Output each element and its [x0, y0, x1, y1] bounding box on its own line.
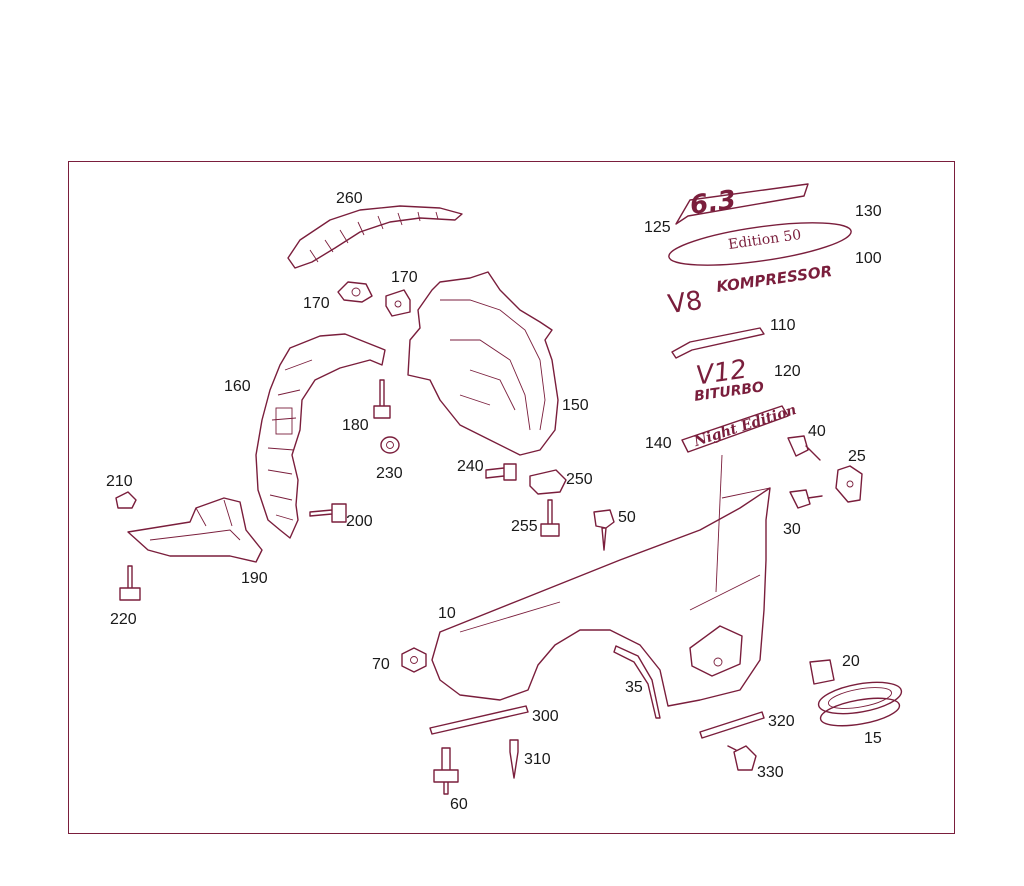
callout-240: 240: [457, 458, 484, 475]
part-230-nut: [380, 436, 400, 454]
part-170-clip-left: [337, 281, 373, 303]
callout-20: 20: [842, 653, 860, 670]
callout-255: 255: [511, 518, 538, 535]
callout-70: 70: [372, 656, 390, 673]
callout-10: 10: [438, 605, 456, 622]
callout-15: 15: [864, 730, 882, 747]
part-200-screw: [309, 503, 347, 523]
part-320-strip: [699, 711, 765, 739]
part-15-side-vent: [817, 681, 903, 715]
callout-160: 160: [224, 378, 251, 395]
callout-180: 180: [342, 417, 369, 434]
callout-30: 30: [783, 521, 801, 538]
part-255-bolt: [540, 499, 560, 537]
part-fuel-flap-recess: [689, 625, 743, 677]
part-310-screw: [509, 739, 519, 779]
part-50-bolt: [593, 509, 615, 551]
part-40-bolt: [787, 435, 821, 461]
part-60-bolt: [433, 747, 459, 795]
callout-25: 25: [848, 448, 866, 465]
part-150-wheel-liner-front: [407, 271, 559, 456]
emblem-110-v12-badge: [671, 327, 765, 359]
emblem-100-v8: V8: [666, 285, 705, 321]
part-25-bracket: [835, 465, 863, 503]
callout-170-right: 170: [391, 269, 418, 286]
part-260-strip: [287, 205, 463, 269]
emblem-125-63: 6.3: [688, 184, 738, 222]
callout-125: 125: [644, 219, 671, 236]
part-30-bolt: [789, 489, 823, 509]
part-300-strip: [429, 705, 529, 735]
part-70-nut: [401, 647, 427, 673]
callout-230: 230: [376, 465, 403, 482]
callout-310: 310: [524, 751, 551, 768]
part-190-panel: [127, 497, 263, 563]
callout-170-left: 170: [303, 295, 330, 312]
part-35-trim: [613, 645, 661, 719]
callout-150: 150: [562, 397, 589, 414]
emblem-130-edition-outline: [668, 222, 852, 266]
callout-190: 190: [241, 570, 268, 587]
part-10-fender: [431, 487, 771, 707]
callout-300: 300: [532, 708, 559, 725]
callout-320: 320: [768, 713, 795, 730]
callout-330: 330: [757, 764, 784, 781]
callout-60: 60: [450, 796, 468, 813]
emblem-125-63-outline: [675, 183, 809, 225]
callout-100: 100: [855, 250, 882, 267]
callout-200: 200: [346, 513, 373, 530]
callout-260: 260: [336, 190, 363, 207]
callout-35: 35: [625, 679, 643, 696]
callout-210: 210: [106, 473, 133, 490]
emblem-140-night-outline: [681, 405, 789, 453]
part-330-screw: [727, 745, 757, 771]
part-210-clip: [115, 491, 137, 509]
diagram-frame: [68, 161, 955, 834]
callout-110: 110: [770, 317, 796, 334]
part-220-bolt: [119, 565, 141, 601]
callout-140: 140: [645, 435, 672, 452]
part-170-clip-right: [385, 289, 411, 317]
part-240-bolt: [485, 463, 517, 481]
part-250-clip: [529, 469, 567, 495]
callout-120: 120: [774, 363, 801, 380]
callout-220: 220: [110, 611, 137, 628]
part-20-clip: [809, 659, 835, 685]
callout-250: 250: [566, 471, 593, 488]
part-180-screw: [373, 379, 391, 419]
part-160-wheel-liner-rear: [255, 333, 386, 539]
callout-40: 40: [808, 423, 826, 440]
callout-50: 50: [618, 509, 636, 526]
callout-130: 130: [855, 203, 882, 220]
